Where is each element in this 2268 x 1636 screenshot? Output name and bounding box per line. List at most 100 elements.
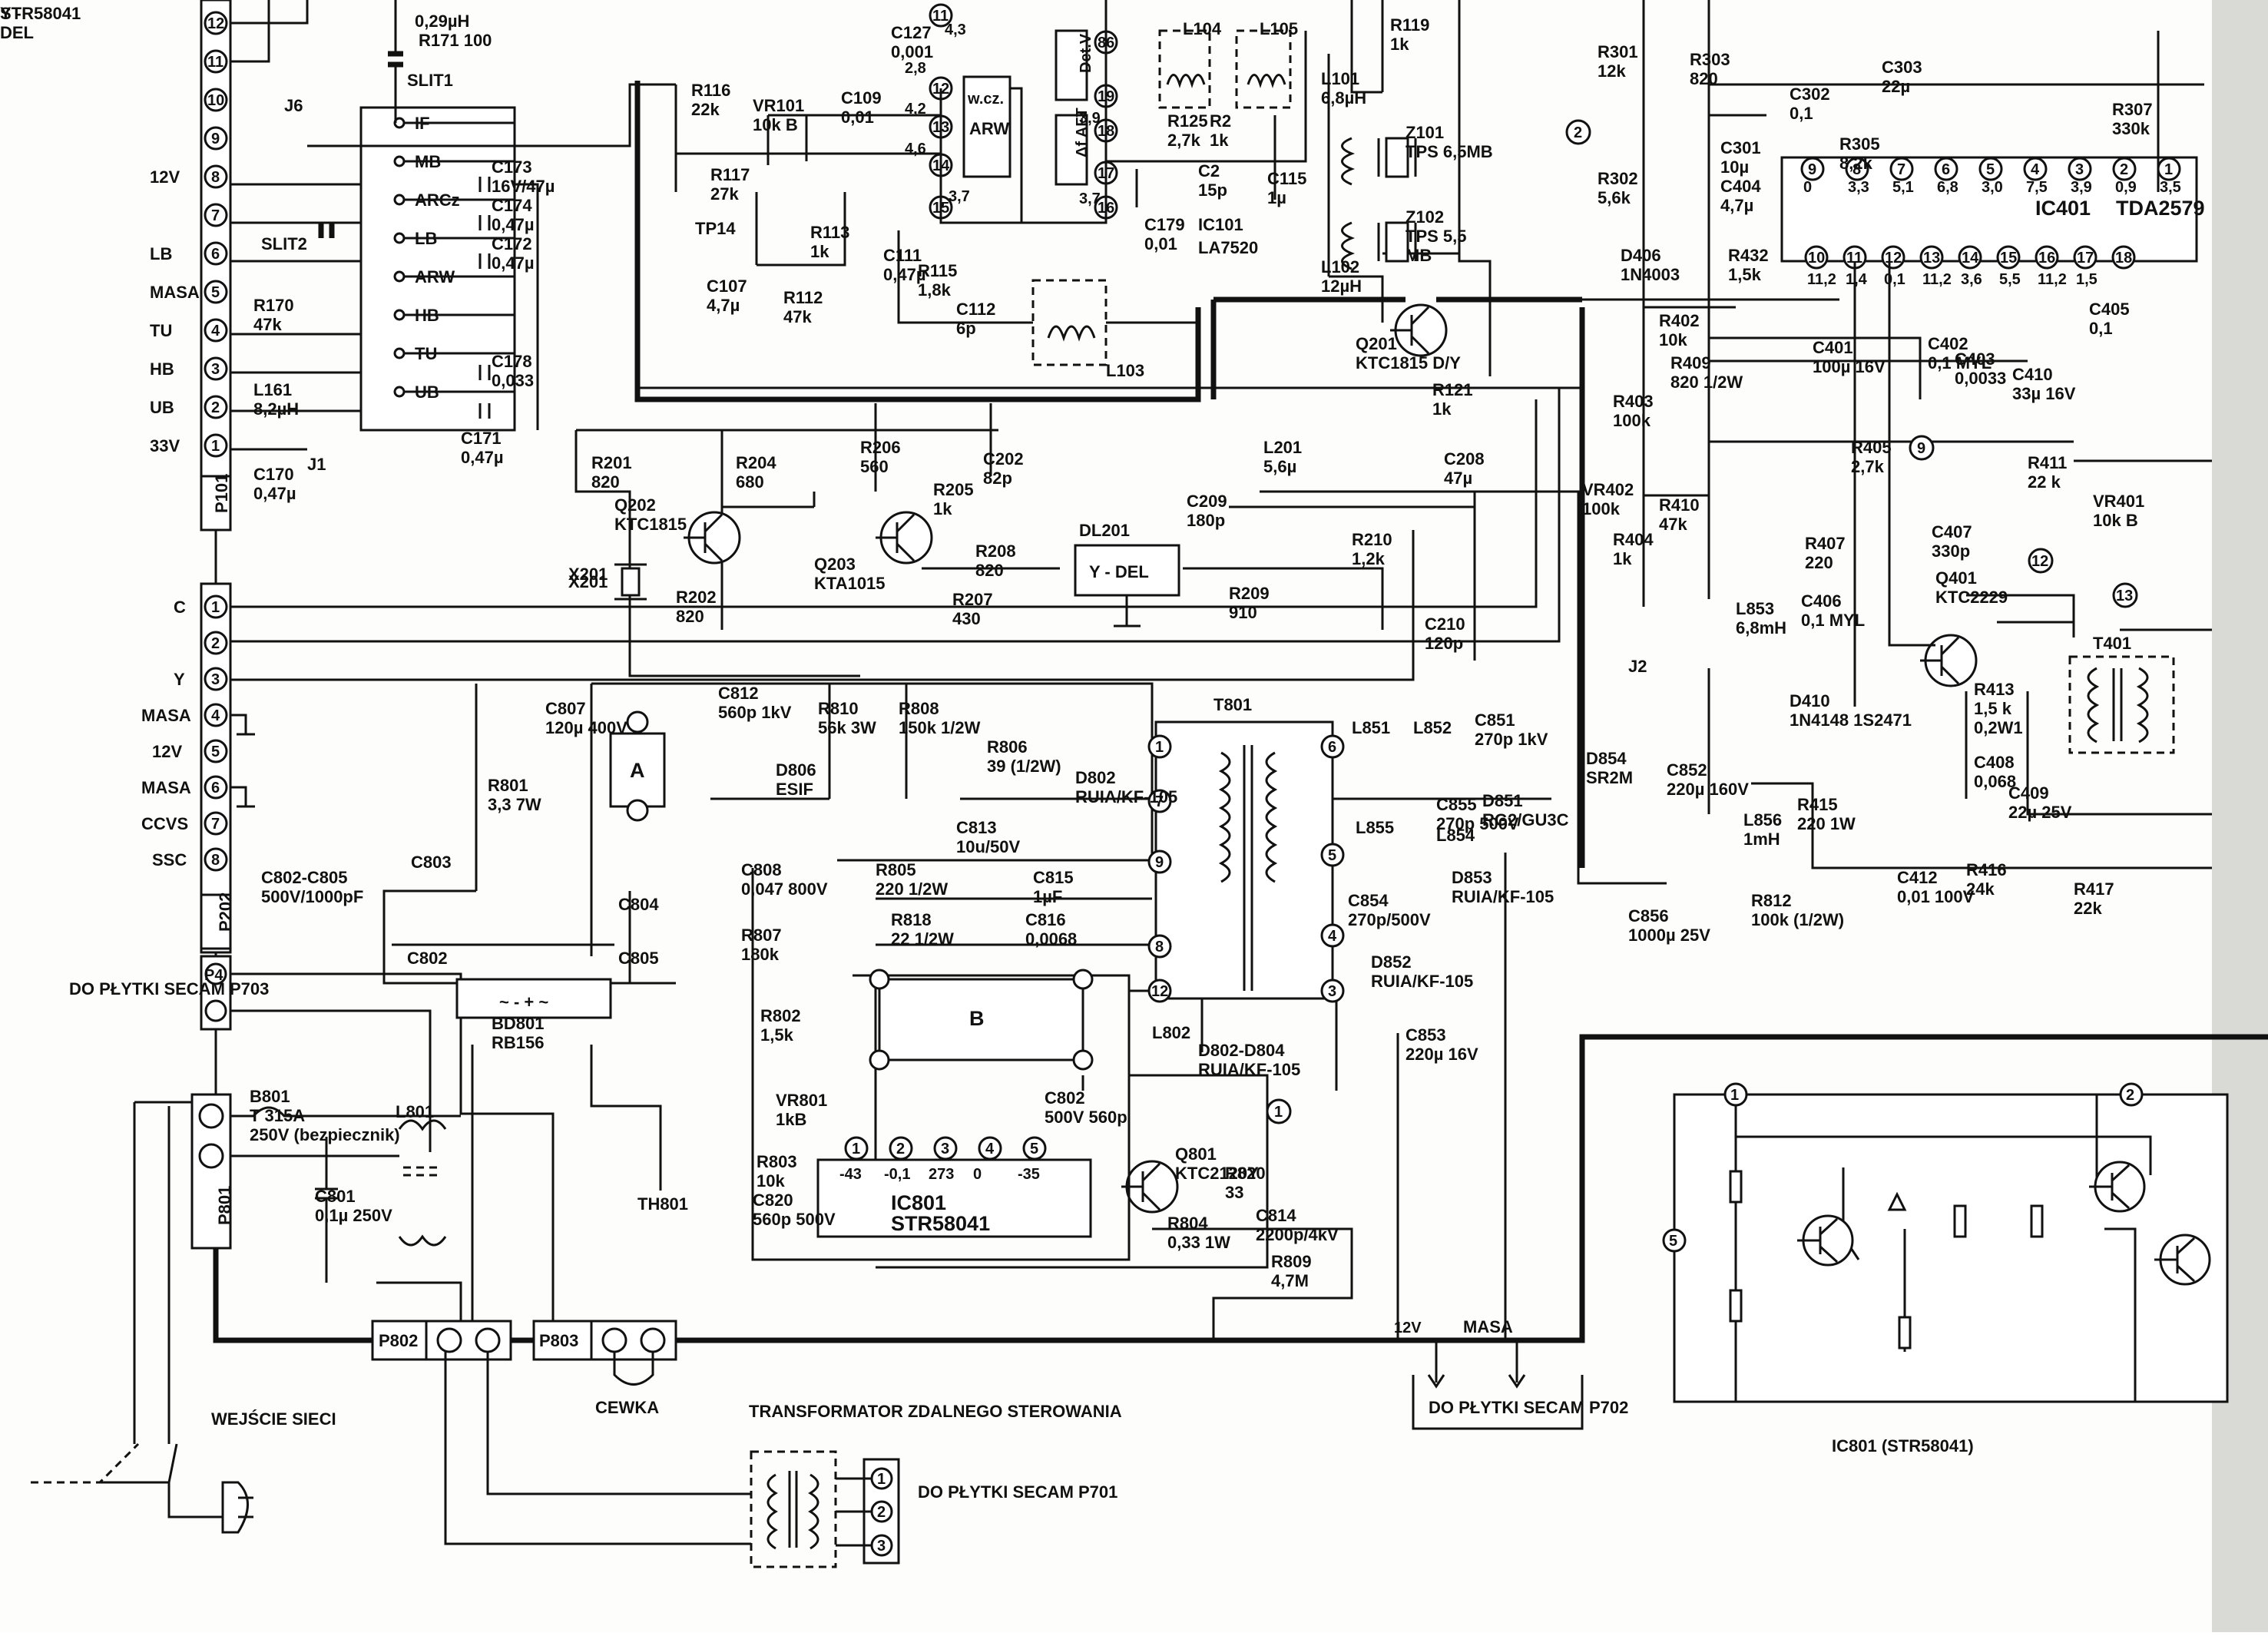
value-label: 100k (1/2W) bbox=[1751, 910, 1844, 929]
ref-label: L105 bbox=[1260, 19, 1298, 38]
power-l801: L801 bbox=[396, 1102, 434, 1121]
value-label: 6,8mH bbox=[1736, 618, 1786, 638]
ic801-part: STR58041 bbox=[891, 1212, 990, 1235]
ref-label: B801 bbox=[250, 1087, 290, 1106]
ref-label: R803 bbox=[757, 1152, 797, 1171]
t801-pin-4: 4 bbox=[1320, 923, 1345, 948]
value-label: 22 k bbox=[2028, 472, 2061, 492]
ic401-top-voltage: 5,1 bbox=[1892, 179, 1914, 196]
p801-label: P801 bbox=[215, 1186, 234, 1225]
p101-label-2: UB bbox=[150, 398, 174, 417]
ic401-pin-4-num: 4 bbox=[2031, 161, 2040, 178]
p101-pin-3-num: 3 bbox=[211, 361, 220, 378]
ref-label: C820 bbox=[753, 1191, 793, 1210]
ref-label: R201 bbox=[591, 453, 632, 472]
svg-text:2: 2 bbox=[1574, 124, 1582, 141]
value-label: 220 bbox=[1805, 553, 1833, 572]
value-label: 22k bbox=[2074, 899, 2102, 918]
value-label: 8,2k bbox=[1839, 154, 1873, 173]
inset-caption: IC801 (STR58041) bbox=[1832, 1436, 1974, 1456]
ref-label: C805 bbox=[618, 949, 659, 968]
tuner-terminal-lb: LB bbox=[393, 229, 515, 248]
ref-label: C178 bbox=[492, 352, 532, 371]
t801-pin-9-num: 9 bbox=[1155, 854, 1164, 871]
ref-label: C401 bbox=[1813, 338, 1853, 357]
ref-label: C112 bbox=[956, 300, 995, 319]
p702-label: DO PŁYTKI SECAM P702 bbox=[1429, 1398, 1628, 1417]
p202-pin-4-num: 4 bbox=[211, 707, 220, 724]
crystal-filters bbox=[1341, 137, 1417, 270]
value-label: 820 bbox=[1690, 69, 1718, 88]
value-label: 1,8k bbox=[918, 280, 952, 300]
value-label: 820 1/2W bbox=[1670, 373, 1743, 392]
p202-pin-8-num: 8 bbox=[211, 852, 220, 869]
value-label: 1k bbox=[933, 499, 952, 518]
value-label: 33µ 16V bbox=[2012, 384, 2076, 403]
t801-pin-12: 12 bbox=[1147, 979, 1172, 1003]
p702-output: 12V MASA DO PŁYTKI SECAM P702 bbox=[1394, 1317, 1628, 1430]
value-label: 1,2k bbox=[1352, 549, 1386, 568]
ref-label: C301 bbox=[1720, 138, 1761, 157]
ref-label: L801 bbox=[396, 1102, 434, 1121]
ref-label: BD801 bbox=[492, 1014, 544, 1033]
value-label: 0,47µ bbox=[461, 448, 504, 467]
value-label: 4,7M bbox=[1271, 1271, 1309, 1290]
ref-label: 0,29µH bbox=[415, 12, 469, 31]
value-label: 10k bbox=[1659, 330, 1687, 349]
ref-label: C812 bbox=[718, 684, 759, 703]
ic401-pin-17: 17 bbox=[2073, 245, 2097, 270]
ic101-pin-11-num: 11 bbox=[932, 8, 949, 25]
ref-label: L853 bbox=[1736, 599, 1774, 618]
value-label: DEL bbox=[0, 23, 34, 42]
video-dl201: DL201Y -DEL bbox=[0, 0, 51, 42]
block-b: B bbox=[869, 969, 1094, 1071]
value-label: 47k bbox=[253, 315, 282, 334]
ref-label: C179 bbox=[1144, 215, 1185, 234]
ic401-top-voltage: 0,9 bbox=[2115, 179, 2137, 196]
ref-label: C815 bbox=[1033, 868, 1074, 887]
ic401-pin-6-num: 6 bbox=[1942, 161, 1950, 178]
value-label: TPS 5,5 bbox=[1405, 227, 1466, 246]
t801-pin-1-num: 1 bbox=[1155, 739, 1164, 756]
q201-transistor bbox=[1390, 303, 1448, 357]
value-label: 220µ 160V bbox=[1667, 780, 1749, 799]
value-label: RG2/GU3C bbox=[1482, 810, 1569, 830]
t801-pin-5: 5 bbox=[1320, 843, 1345, 867]
ref-label: C801 bbox=[315, 1187, 356, 1206]
ic401-pin-1-num: 1 bbox=[2164, 161, 2173, 178]
j2-label: J2 bbox=[1628, 657, 1647, 676]
t801-ref: T801 bbox=[1213, 695, 1252, 714]
x201-label: X201 bbox=[568, 572, 608, 591]
ref-label: R432 bbox=[1728, 246, 1769, 265]
value-label: KTC1815 D/Y bbox=[1356, 353, 1461, 373]
value-label: RUIA/KF-105 bbox=[1452, 887, 1554, 906]
p202-label-1: C bbox=[174, 598, 186, 617]
svg-text:13: 13 bbox=[2116, 588, 2133, 604]
t401-transformer: T401 bbox=[2068, 634, 2175, 754]
block-a-label: A bbox=[630, 759, 645, 782]
value-label: 500V 560p bbox=[1045, 1108, 1127, 1127]
t801-pin-7: 7 bbox=[1147, 789, 1172, 813]
t801-pin-4-num: 4 bbox=[1328, 928, 1337, 945]
transformator-label: TRANSFORMATOR ZDALNEGO STEROWANIA bbox=[749, 1402, 1122, 1421]
